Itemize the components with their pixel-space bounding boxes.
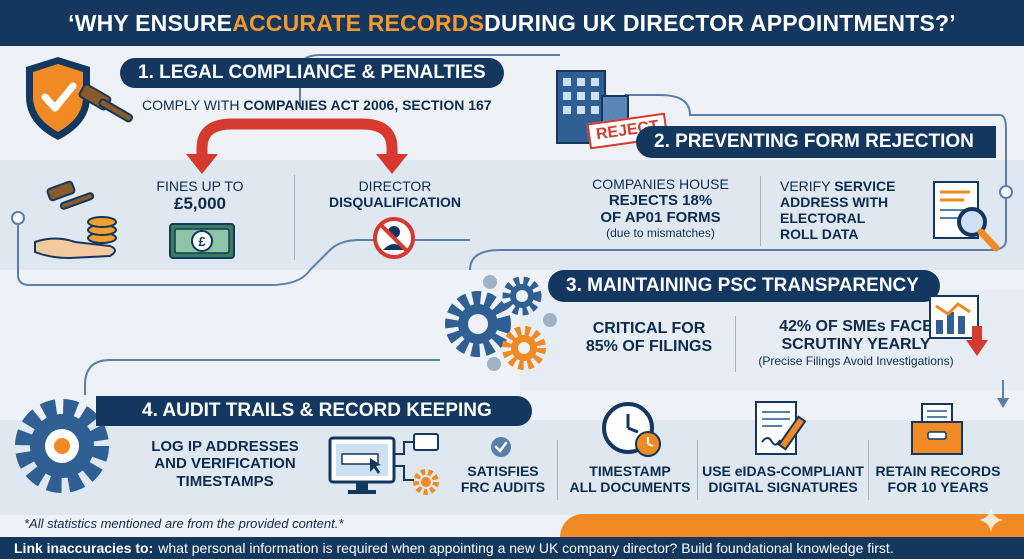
banknote-icon: £ (169, 223, 235, 259)
section4-title-text: 4. AUDIT TRAILS & RECORD KEEPING (142, 400, 492, 421)
verify-pre: VERIFY (780, 178, 835, 194)
log-block: LOG IP ADDRESSES AND VERIFICATION TIMEST… (140, 438, 310, 490)
ch-note: (due to mismatches) (606, 225, 715, 240)
verify-block: VERIFY SERVICE ADDRESS WITH ELECTORAL RO… (780, 178, 920, 242)
bottom-lead: Link inaccuracies to: (14, 540, 154, 556)
divider (868, 440, 869, 500)
section3-title: 3. MAINTAINING PSC TRANSPARENCY (548, 270, 940, 302)
section3-title-text: 3. MAINTAINING PSC TRANSPARENCY (566, 275, 919, 296)
comply-pre: COMPLY WITH (142, 97, 244, 113)
verify-line2: ADDRESS WITH (780, 194, 889, 211)
section1-title-text: 1. LEGAL COMPLIANCE & PENALTIES (138, 62, 486, 83)
frc-block: SATISFIES FRC AUDITS (458, 463, 548, 495)
bottom-banner: Link inaccuracies to: what personal info… (0, 537, 1024, 559)
section4-title: 4. AUDIT TRAILS & RECORD KEEPING (96, 396, 532, 426)
clock-icon (602, 402, 661, 457)
divider (697, 440, 698, 500)
log-line3: TIMESTAMPS (176, 472, 274, 490)
verify-bold1: SERVICE (834, 178, 896, 194)
no-person-icon (373, 217, 415, 259)
sme-note: (Precise Filings Avoid Investigations) (758, 353, 954, 368)
sme-block: 42% OF SMEs FACE SCRUTINY YEARLY (Precis… (738, 318, 974, 369)
path-node (11, 211, 25, 225)
fines-block: FINES UP TO £5,000 (150, 178, 250, 214)
retain-line2: FOR 10 YEARS (887, 479, 989, 496)
section1-title: 1. LEGAL COMPLIANCE & PENALTIES (120, 58, 504, 88)
divider (294, 175, 295, 260)
ts-line2: ALL DOCUMENTS (569, 479, 691, 496)
sme-line1: 42% OF SMEs FACE (779, 318, 933, 335)
section2-title: 2. PREVENTING FORM REJECTION (636, 126, 996, 158)
comply-text: COMPLY WITH COMPANIES ACT 2006, SECTION … (142, 97, 512, 113)
log-line1: LOG IP ADDRESSES (151, 438, 299, 455)
sparkle-icon (979, 508, 1003, 532)
verify-line3: ELECTORAL (780, 210, 866, 227)
companies-house-block: COMPANIES HOUSE REJECTS 18% OF AP01 FORM… (578, 176, 743, 240)
ch-line3: OF AP01 FORMS (600, 209, 721, 227)
director-line2: DISQUALIFICATION (329, 194, 461, 211)
eidas-block: USE eIDAS-COMPLIANT DIGITAL SIGNATURES (698, 463, 868, 495)
orange-accent (560, 514, 1024, 537)
monitor-network-icon (328, 433, 439, 495)
critical-line2: 85% OF FILINGS (585, 338, 713, 356)
divider (557, 440, 558, 500)
footnote: *All statistics mentioned are from the p… (24, 516, 343, 531)
svg-text:£: £ (198, 234, 206, 249)
gear-icon (15, 399, 109, 493)
timestamp-block: TIMESTAMP ALL DOCUMENTS (568, 463, 692, 495)
disqualification-block: DIRECTOR DISQUALIFICATION (320, 178, 470, 210)
verify-line4: ROLL DATA (780, 226, 859, 243)
chart-down-icon (929, 295, 988, 356)
comply-bold: COMPANIES ACT 2006, SECTION 167 (243, 97, 492, 113)
split-arrows-icon (186, 118, 408, 174)
band-section4 (0, 420, 1024, 515)
footnote-text: *All statistics mentioned are from the p… (24, 516, 344, 531)
ch-line2: REJECTS 18% (608, 192, 713, 210)
title-part: DURING UK DIRECTOR APPOINTMENTS?’ (484, 9, 956, 36)
sme-line2: SCRUTINY YEARLY (781, 336, 931, 354)
frc-line1: SATISFIES (467, 463, 539, 479)
archive-box-icon (911, 403, 963, 455)
retain-block: RETAIN RECORDS FOR 10 YEARS (870, 463, 1006, 495)
section2-title-text: 2. PREVENTING FORM REJECTION (654, 131, 974, 152)
ts-line1: TIMESTAMP (589, 463, 671, 479)
shield-gavel-icon (26, 57, 133, 140)
hand-coins-icon (34, 180, 117, 260)
director-line1: DIRECTOR (358, 178, 432, 194)
fines-amount: £5,000 (174, 194, 226, 214)
ch-line1: COMPANIES HOUSE (592, 176, 729, 192)
critical-block: CRITICAL FOR 85% OF FILINGS (574, 320, 724, 357)
eidas-line2: DIGITAL SIGNATURES (708, 479, 858, 496)
divider (760, 176, 761, 246)
frc-line2: FRC AUDITS (460, 479, 546, 496)
retain-line1: RETAIN RECORDS (875, 463, 1001, 479)
log-line2: AND VERIFICATION (154, 455, 296, 473)
title-part: ‘WHY ENSURE (68, 9, 233, 36)
page-title: ‘WHY ENSURE ACCURATE RECORDS DURING UK D… (0, 0, 1024, 46)
gears-icon (445, 275, 557, 371)
document-magnifier-icon (933, 181, 1000, 252)
eidas-line1: USE eIDAS-COMPLIANT (702, 463, 864, 479)
divider (735, 316, 736, 372)
bottom-text: what personal information is required wh… (158, 540, 894, 556)
check-badge-icon (491, 437, 511, 457)
signature-document-icon (755, 401, 807, 455)
fines-line1: FINES UP TO (156, 178, 244, 194)
title-highlight: ACCURATE RECORDS (232, 9, 485, 36)
critical-line1: CRITICAL FOR (592, 320, 706, 337)
